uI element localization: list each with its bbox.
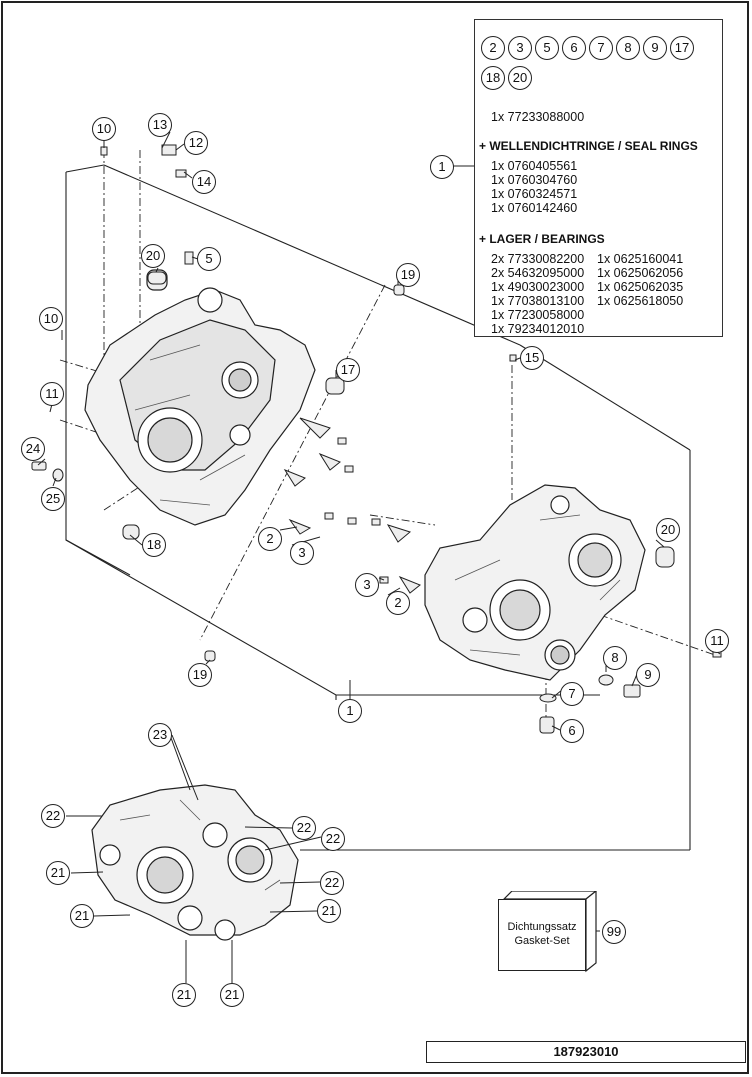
callout-22[interactable]: 22 — [321, 827, 345, 851]
callout-21[interactable]: 21 — [46, 861, 70, 885]
gasket-label-en: Gasket-Set — [514, 935, 570, 947]
seal-ring-item: 1x 0760324571 — [491, 187, 578, 201]
kit-callout[interactable]: 5 — [535, 36, 559, 60]
callout-15[interactable]: 15 — [520, 346, 544, 370]
bearing-item: 1x 0625062035 — [597, 280, 684, 294]
callout-99[interactable]: 99 — [602, 920, 626, 944]
callout-3[interactable]: 3 — [355, 573, 379, 597]
callout-22[interactable]: 22 — [41, 804, 65, 828]
callout-25[interactable]: 25 — [41, 487, 65, 511]
callout-22[interactable]: 22 — [292, 816, 316, 840]
bearings-heading: + LAGER / BEARINGS — [479, 232, 605, 246]
seal-ring-item: 1x 0760304760 — [491, 173, 578, 187]
bearing-item: 1x 0625618050 — [597, 294, 684, 308]
kit-callout[interactable]: 2 — [481, 36, 505, 60]
right-crankcase-half — [424, 484, 646, 681]
bearing-item: 1x 77230058000 — [491, 308, 585, 322]
callout-13[interactable]: 13 — [148, 113, 172, 137]
seal-ring-item: 1x 0760405561 — [491, 159, 578, 173]
callout-10[interactable]: 10 — [39, 307, 63, 331]
callout-3[interactable]: 3 — [290, 541, 314, 565]
kit-callout[interactable]: 3 — [508, 36, 532, 60]
kit-callout[interactable]: 9 — [643, 36, 667, 60]
callout-2[interactable]: 2 — [386, 591, 410, 615]
gasket-label-de: Dichtungssatz — [507, 921, 577, 933]
bearing-item: 1x 49030023000 — [491, 280, 585, 294]
kit-callout[interactable]: 18 — [481, 66, 505, 90]
callout-17[interactable]: 17 — [336, 358, 360, 382]
bearing-item: 2x 54632095000 — [491, 266, 585, 280]
callout-5[interactable]: 5 — [197, 247, 221, 271]
callout-7[interactable]: 7 — [560, 682, 584, 706]
assembly-frame-lines — [65, 164, 691, 851]
callout-1[interactable]: 1 — [338, 699, 362, 723]
bearing-item: 1x 77038013100 — [491, 294, 585, 308]
seal-ring-item: 1x 0760142460 — [491, 201, 578, 215]
left-crankcase-half — [84, 269, 316, 526]
callout-22[interactable]: 22 — [320, 871, 344, 895]
callout-21[interactable]: 21 — [317, 899, 341, 923]
callout-11[interactable]: 11 — [705, 629, 729, 653]
callout-20[interactable]: 20 — [141, 244, 165, 268]
kit-main-part: 1x 77233088000 — [491, 110, 585, 124]
bearing-item: 1x 0625062056 — [597, 266, 684, 280]
callout-21[interactable]: 21 — [172, 983, 196, 1007]
callout-24[interactable]: 24 — [21, 437, 45, 461]
callout-14[interactable]: 14 — [192, 170, 216, 194]
bearing-item: 1x 0625160041 — [597, 252, 684, 266]
kit-callout[interactable]: 20 — [508, 66, 532, 90]
kit-callout[interactable]: 17 — [670, 36, 694, 60]
callout-8[interactable]: 8 — [603, 646, 627, 670]
callout-2[interactable]: 2 — [258, 527, 282, 551]
callout-10[interactable]: 10 — [92, 117, 116, 141]
seal-rings-heading: + WELLENDICHTRINGE / SEAL RINGS — [479, 139, 698, 153]
callout-20[interactable]: 20 — [656, 518, 680, 542]
callout-19[interactable]: 19 — [188, 663, 212, 687]
bearing-item: 2x 77330082200 — [491, 252, 585, 266]
callout-23[interactable]: 23 — [148, 723, 172, 747]
callout-11[interactable]: 11 — [40, 382, 64, 406]
kit-callout[interactable]: 8 — [616, 36, 640, 60]
callout-21[interactable]: 21 — [70, 904, 94, 928]
bearing-item: 1x 79234012010 — [491, 322, 585, 336]
kit-callout[interactable]: 7 — [589, 36, 613, 60]
callout-19[interactable]: 19 — [396, 263, 420, 287]
kit-callout[interactable]: 6 — [562, 36, 586, 60]
callout-21[interactable]: 21 — [220, 983, 244, 1007]
callout-6[interactable]: 6 — [560, 719, 584, 743]
callout-1-kit[interactable]: 1 — [430, 155, 454, 179]
callout-12[interactable]: 12 — [184, 131, 208, 155]
gasket-set-box[interactable]: Dichtungssatz Gasket-Set — [498, 899, 586, 971]
callout-9[interactable]: 9 — [636, 663, 660, 687]
crankcase-assembled-view — [91, 784, 299, 941]
callout-18[interactable]: 18 — [142, 533, 166, 557]
drawing-number: 187923010 — [426, 1041, 746, 1063]
